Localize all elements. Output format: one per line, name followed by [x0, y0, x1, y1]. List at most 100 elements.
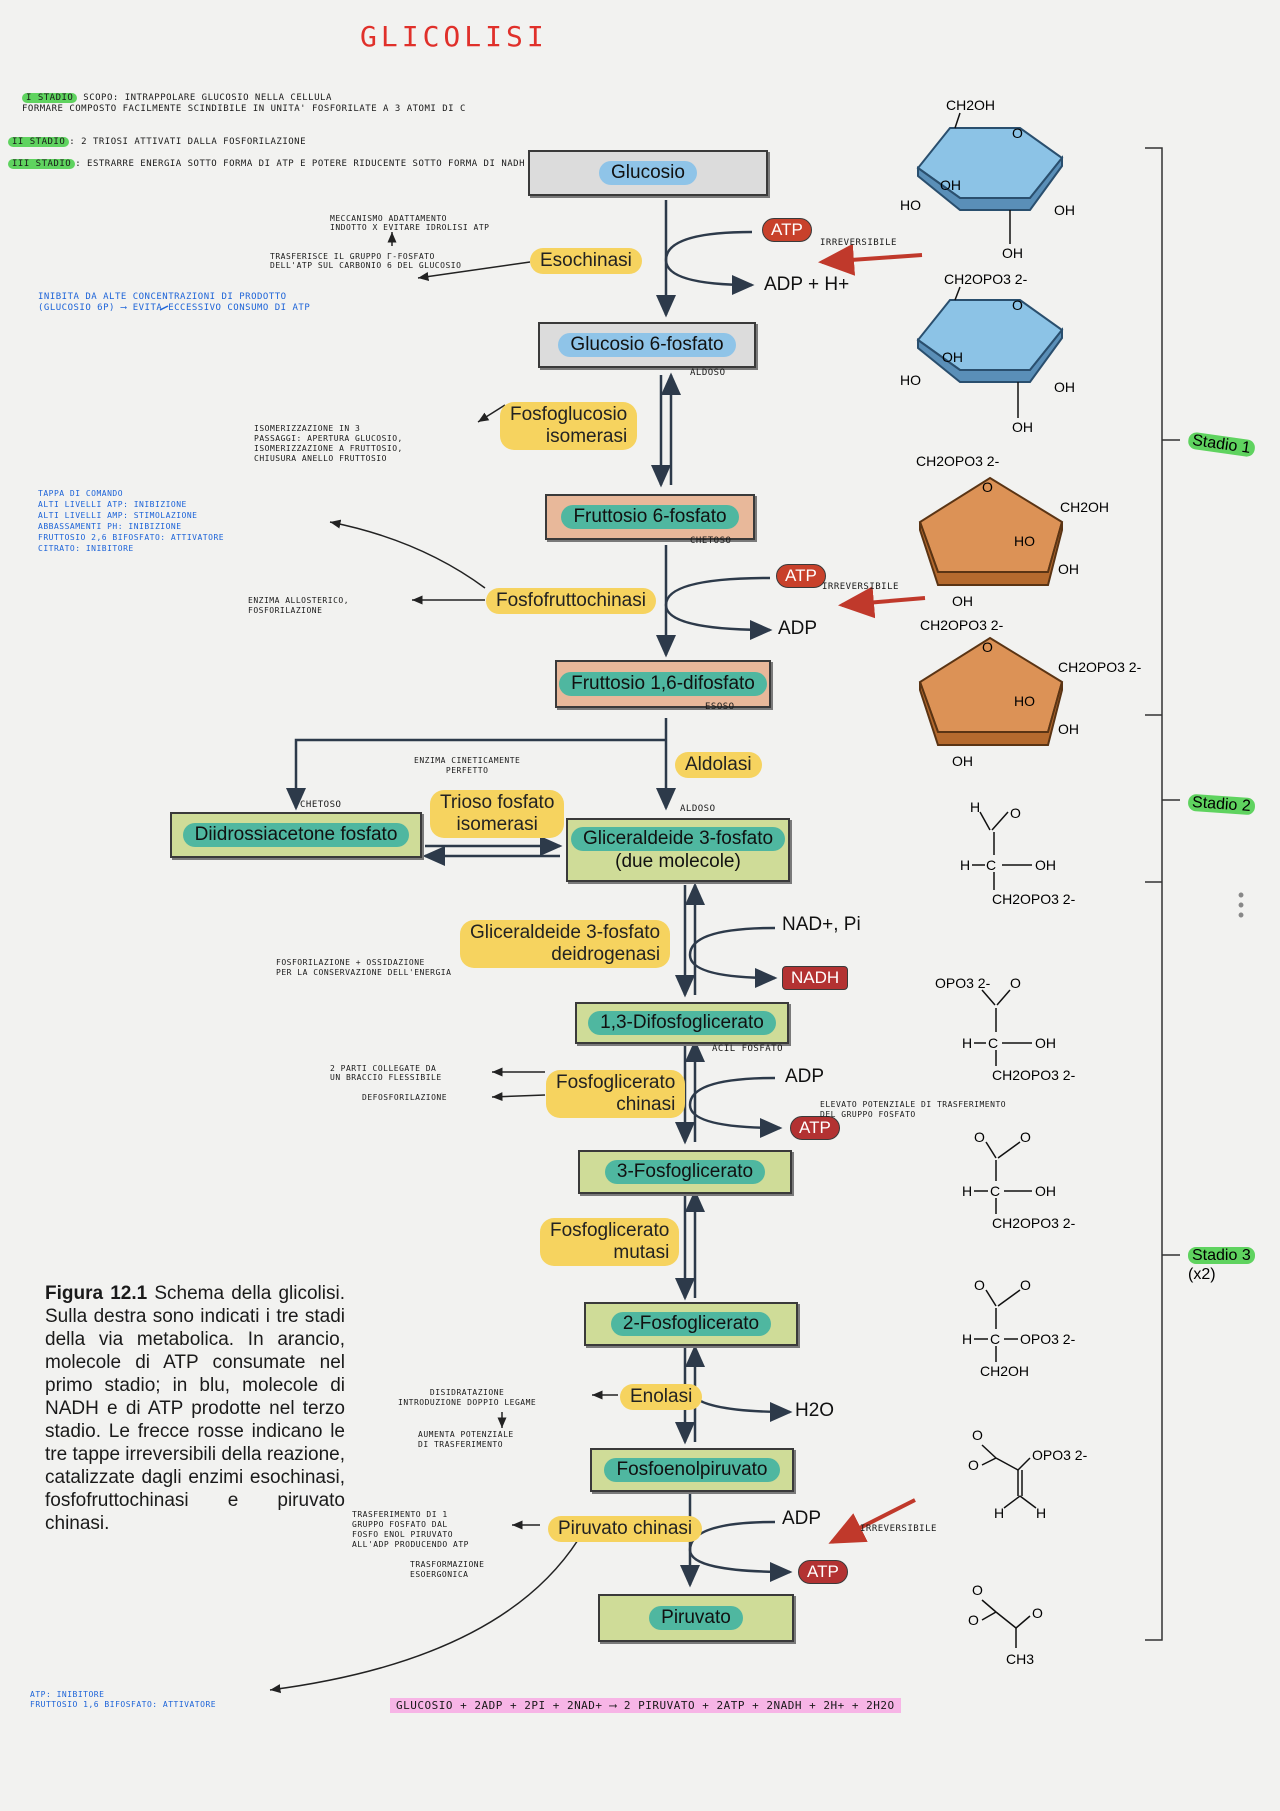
- note-atp-inibitore: ATP: INIBITORE FRUTTOSIO 1,6 BIFOSFATO: …: [30, 1690, 217, 1709]
- pyr-o1: O: [972, 1582, 983, 1598]
- g6p-box: Glucosio 6-fosfato: [538, 322, 756, 368]
- enzyme-aldolasi: Aldolasi: [675, 752, 762, 778]
- note-disidratazione: DISIDRATAZIONE INTRODUZIONE DOPPIO LEGAM…: [398, 1388, 537, 1407]
- pep-label: Fosfoenolpiruvato: [604, 1458, 780, 1482]
- piruvato-structure: O O O CH3: [968, 1582, 1043, 1667]
- note-irreversibile-3: IRREVERSIBILE: [860, 1524, 937, 1534]
- svg-text:C: C: [990, 1183, 1000, 1199]
- glc-oh3: OH: [1002, 245, 1023, 261]
- note-allosterico: ENZIMA ALLOSTERICO, FOSFORILAZIONE: [248, 596, 350, 615]
- atp-tag-3: ATP: [790, 1116, 840, 1140]
- glc-o: O: [1012, 125, 1023, 141]
- page-title: GLICOLISI: [360, 20, 548, 53]
- glc-oh2: OH: [1054, 202, 1075, 218]
- pep-h2: H: [1036, 1505, 1046, 1521]
- bpg13-box: 1,3-Difosfoglicerato: [575, 1002, 789, 1044]
- enzyme-fosfoglicerato-chinasi: Fosfoglicerato chinasi: [546, 1070, 686, 1118]
- pyr-ch3: CH3: [1006, 1651, 1034, 1667]
- pg2-label: 2-Fosfoglicerato: [610, 1312, 772, 1336]
- note-elevato: ELEVATO POTENZIALE DI TRASFERIMENTO DEL …: [820, 1100, 1007, 1119]
- g6p-label: Glucosio 6-fosfato: [558, 333, 736, 357]
- pg3-label: 3-Fosfoglicerato: [604, 1160, 766, 1184]
- h2o: H2O: [795, 1400, 835, 1421]
- svg-text:C: C: [986, 857, 996, 873]
- gap-structure: H O H OH C CH2OPO3 2-: [960, 799, 1076, 907]
- nadh-tag: NADH: [782, 966, 849, 990]
- adp-3: ADP: [785, 1066, 825, 1087]
- note-esoso: ESOSO: [705, 702, 735, 712]
- gapdh-line-1: Gliceraldeide 3-fosfato: [470, 922, 661, 943]
- dhap-box: Diidrossiacetone fosfato: [170, 812, 422, 858]
- more-options-icon[interactable]: •••: [1237, 885, 1245, 925]
- pg3-box: 3-Fosfoglicerato: [578, 1150, 792, 1194]
- stage-3-text: : ESTRARRE ENERGIA SOTTO FORMA DI ATP E …: [75, 159, 525, 169]
- glucosio-label: Glucosio: [599, 161, 697, 185]
- note-due-parti: 2 PARTI COLLEGATE DA UN BRACCIO FLESSIBI…: [330, 1064, 442, 1082]
- pgk-line-1: Fosfoglicerato: [556, 1072, 676, 1093]
- pg2-h: H: [962, 1331, 972, 1347]
- pg2-o1: O: [974, 1277, 985, 1293]
- enzyme-trioso-fosfato-isomerasi: Trioso fosfato isomerasi: [430, 790, 565, 838]
- bpg13-structure: OPO3 2- O H C OH CH2OPO3 2-: [935, 975, 1076, 1083]
- piruvato-label: Piruvato: [649, 1606, 743, 1630]
- note-trasferimento: TRASFERIMENTO DI 1 GRUPPO FOSFATO DAL FO…: [352, 1510, 469, 1549]
- stage-note-2: II STADIO: 2 TRIOSI ATTIVATI DALLA FOSFO…: [8, 126, 306, 148]
- stage-1-text: SCOPO: INTRAPPOLARE GLUCOSIO NELLA CELLU…: [22, 93, 466, 114]
- g6p-oh2: OH: [1054, 379, 1075, 395]
- stage-label-3-mult: (x2): [1188, 1266, 1216, 1283]
- enzyme-fosfoglicerato-mutasi: Fosfoglicerato mutasi: [540, 1218, 680, 1266]
- glc-oh1: OH: [940, 177, 961, 193]
- pgm-line-2: mutasi: [613, 1242, 670, 1263]
- pg3-o2: O: [1020, 1129, 1031, 1145]
- pyr-o2: O: [968, 1612, 979, 1628]
- dhap-label: Diidrossiacetone fosfato: [182, 823, 410, 847]
- note-irreversibile-2: IRREVERSIBILE: [822, 582, 899, 592]
- f16bp-oh1: OH: [1058, 721, 1079, 737]
- note-chetoso-1: CHETOSO: [690, 536, 732, 546]
- note-meccanismo: MECCANISMO ADATTAMENTO INDOTTO X EVITARE…: [330, 214, 490, 232]
- overall-equation: GLUCOSIO + 2ADP + 2Pi + 2NAD+ ⟶ 2 PIRUVA…: [390, 1698, 901, 1713]
- bpg-h: H: [962, 1035, 972, 1051]
- atp-tag-1: ATP: [762, 218, 812, 242]
- g6p-oh1: OH: [942, 349, 963, 365]
- stage-2-highlight: II STADIO: [8, 137, 70, 147]
- f6p-label: Fruttosio 6-fosfato: [561, 505, 739, 529]
- note-aldoso-2: ALDOSO: [680, 804, 716, 814]
- glc-ch2oh: CH2OH: [946, 97, 995, 113]
- stage-2-text: : 2 TRIOSI ATTIVATI DALLA FOSFORILAZIONE: [69, 137, 307, 147]
- gap-oh: OH: [1035, 857, 1056, 873]
- pyr-o3: O: [1032, 1605, 1043, 1621]
- enzyme-enolasi: Enolasi: [620, 1384, 703, 1410]
- enzyme-esochinasi: Esochinasi: [530, 248, 642, 274]
- stage-label-3: Stadio 3 (x2): [1188, 1246, 1255, 1284]
- pg3-oh: OH: [1035, 1183, 1056, 1199]
- g6p-ch2opo3: CH2OPO3 2-: [944, 271, 1028, 287]
- svg-text:C: C: [988, 1035, 998, 1051]
- g6p-oh3: OH: [1012, 419, 1033, 435]
- gap-h2: H: [960, 857, 970, 873]
- pep-o1: O: [972, 1427, 983, 1443]
- glucosio-box: Glucosio: [528, 150, 768, 196]
- f6p-oh1: OH: [1058, 561, 1079, 577]
- f6p-o: O: [982, 479, 993, 495]
- f6p-structure: CH2OPO3 2- O CH2OH HO OH OH: [916, 453, 1109, 609]
- f16bp-label: Fruttosio 1,6-difosfato: [559, 672, 767, 696]
- stage-note-3: III STADIO: ESTRARRE ENERGIA SOTTO FORMA…: [8, 148, 525, 170]
- pg2-ch2oh: CH2OH: [980, 1363, 1029, 1379]
- gap-h: H: [970, 799, 980, 815]
- bpg-opo3: OPO3 2-: [935, 975, 991, 991]
- svg-text:C: C: [990, 1331, 1000, 1347]
- pep-box: Fosfoenolpiruvato: [590, 1448, 794, 1492]
- bpg13-label: 1,3-Difosfoglicerato: [588, 1011, 776, 1035]
- bpg-oh: OH: [1035, 1035, 1056, 1051]
- f16bp-structure: CH2OPO3 2- O CH2OPO3 2- HO OH OH: [918, 617, 1142, 769]
- pg3-o1: O: [974, 1129, 985, 1145]
- gap-label-2: (due molecole): [615, 851, 741, 872]
- f6p-ch2opo3: CH2OPO3 2-: [916, 453, 1000, 469]
- note-inibita: INIBITA DA ALTE CONCENTRAZIONI DI PRODOT…: [38, 292, 311, 313]
- g6p-ho: HO: [900, 372, 921, 388]
- adp-2: ADP: [778, 618, 818, 639]
- adp-4: ADP: [782, 1508, 822, 1529]
- tpi-line-2: isomerasi: [456, 814, 538, 835]
- gap-box: Gliceraldeide 3-fosfato (due molecole): [566, 818, 790, 882]
